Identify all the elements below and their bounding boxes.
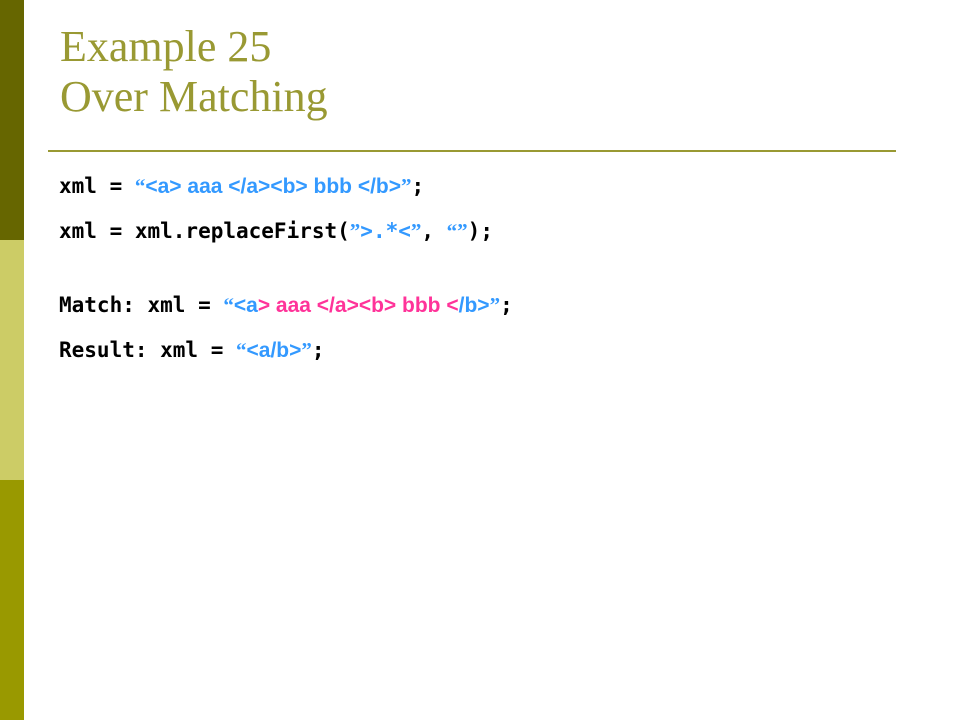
side-bar-dark <box>0 0 24 240</box>
open-quote: ” <box>349 219 361 243</box>
code-line-result: Result: xml = “<a/b>”; <box>59 336 939 364</box>
open-quote: “ <box>236 338 247 362</box>
code-block: xml = “<a> aaa </a><b> bbb </b>”; xml = … <box>59 172 939 381</box>
code-token: Match: xml = <box>59 293 224 317</box>
code-token: ); <box>467 219 493 243</box>
matched-substring: > aaa </a><b> bbb < <box>257 294 459 317</box>
unmatched-prefix: <a <box>233 294 258 317</box>
close-quote: ” <box>410 219 422 243</box>
code-token: ; <box>411 174 425 198</box>
result-string: <a/b> <box>246 339 302 362</box>
title-divider <box>48 150 896 152</box>
side-bar-mid <box>0 480 24 720</box>
title-line-1: Example 25 <box>60 22 272 71</box>
empty-close-quote: ” <box>457 219 468 243</box>
empty-open-quote: “ <box>446 219 458 243</box>
code-token: Result: xml = <box>59 338 237 362</box>
unmatched-suffix: /b> <box>458 294 490 317</box>
open-quote: “ <box>134 174 146 198</box>
close-quote: ” <box>301 338 312 362</box>
code-token: ; <box>500 293 513 317</box>
code-token: xml = <box>59 174 135 198</box>
side-bar-light <box>0 240 24 480</box>
close-quote: ” <box>401 174 412 198</box>
code-token: , <box>421 219 447 243</box>
slide-title: Example 25 Over Matching <box>60 22 328 122</box>
regex-string: >.*< <box>360 219 411 243</box>
code-line-replace: xml = xml.replaceFirst(”>.*<”, “”); <box>59 217 939 245</box>
xml-string: <a> aaa </a><b> bbb </b> <box>145 175 402 198</box>
close-quote: ” <box>489 293 501 317</box>
code-line-assign: xml = “<a> aaa </a><b> bbb </b>”; <box>59 172 939 200</box>
open-quote: “ <box>223 293 234 317</box>
title-line-2: Over Matching <box>60 72 328 121</box>
code-token: ; <box>311 338 325 362</box>
code-line-match: Match: xml = “<a> aaa </a><b> bbb </b>”; <box>59 291 939 319</box>
code-token: xml = xml.replaceFirst( <box>59 219 350 243</box>
